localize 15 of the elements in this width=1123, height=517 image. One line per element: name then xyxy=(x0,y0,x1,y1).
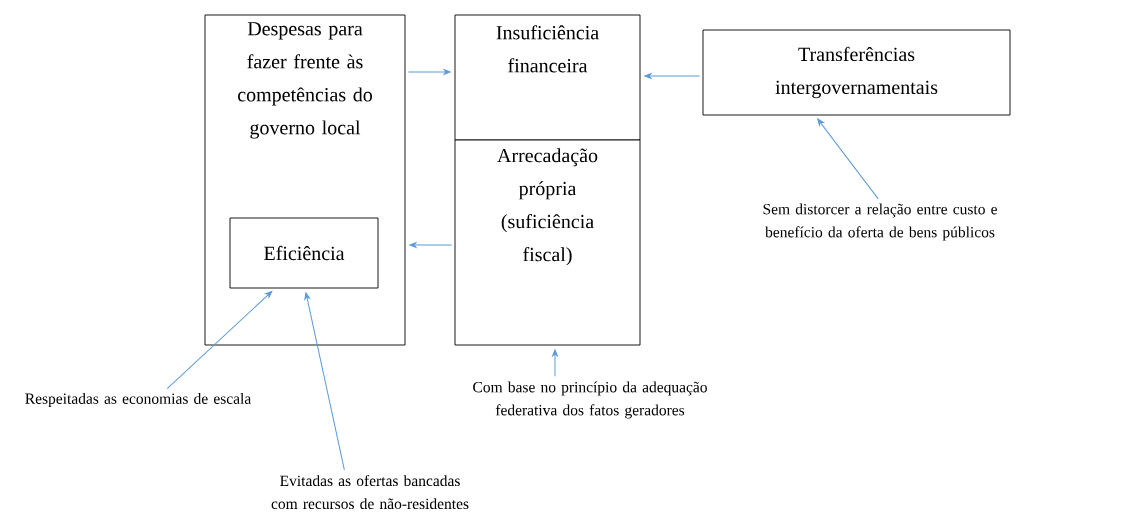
text-box: Insuficiência financeira xyxy=(454,14,641,141)
inner-box: Eficiência xyxy=(229,217,379,289)
text-box: Arrecadação própria (suficiência fiscal) xyxy=(454,139,641,346)
arrow xyxy=(552,349,558,377)
annotation-text: Com base no princípio da adequação federativa dos fatos geradores xyxy=(473,381,707,419)
arrow xyxy=(166,290,273,390)
arrow xyxy=(644,73,701,79)
annotation-text: Respeitadas as economias de escala xyxy=(25,392,251,408)
arrow xyxy=(409,242,453,248)
arrow xyxy=(817,118,879,200)
arrow xyxy=(407,69,451,75)
arrow xyxy=(304,292,345,471)
annotation-text: Sem distorcer a relação entre custo e benefício da oferta de bens públicos xyxy=(763,203,997,241)
annotation-text: Evitadas as ofertas bancadas com recursos de não-residentes xyxy=(271,474,469,510)
text-box: Transferências intergovernamentais xyxy=(702,29,1011,116)
